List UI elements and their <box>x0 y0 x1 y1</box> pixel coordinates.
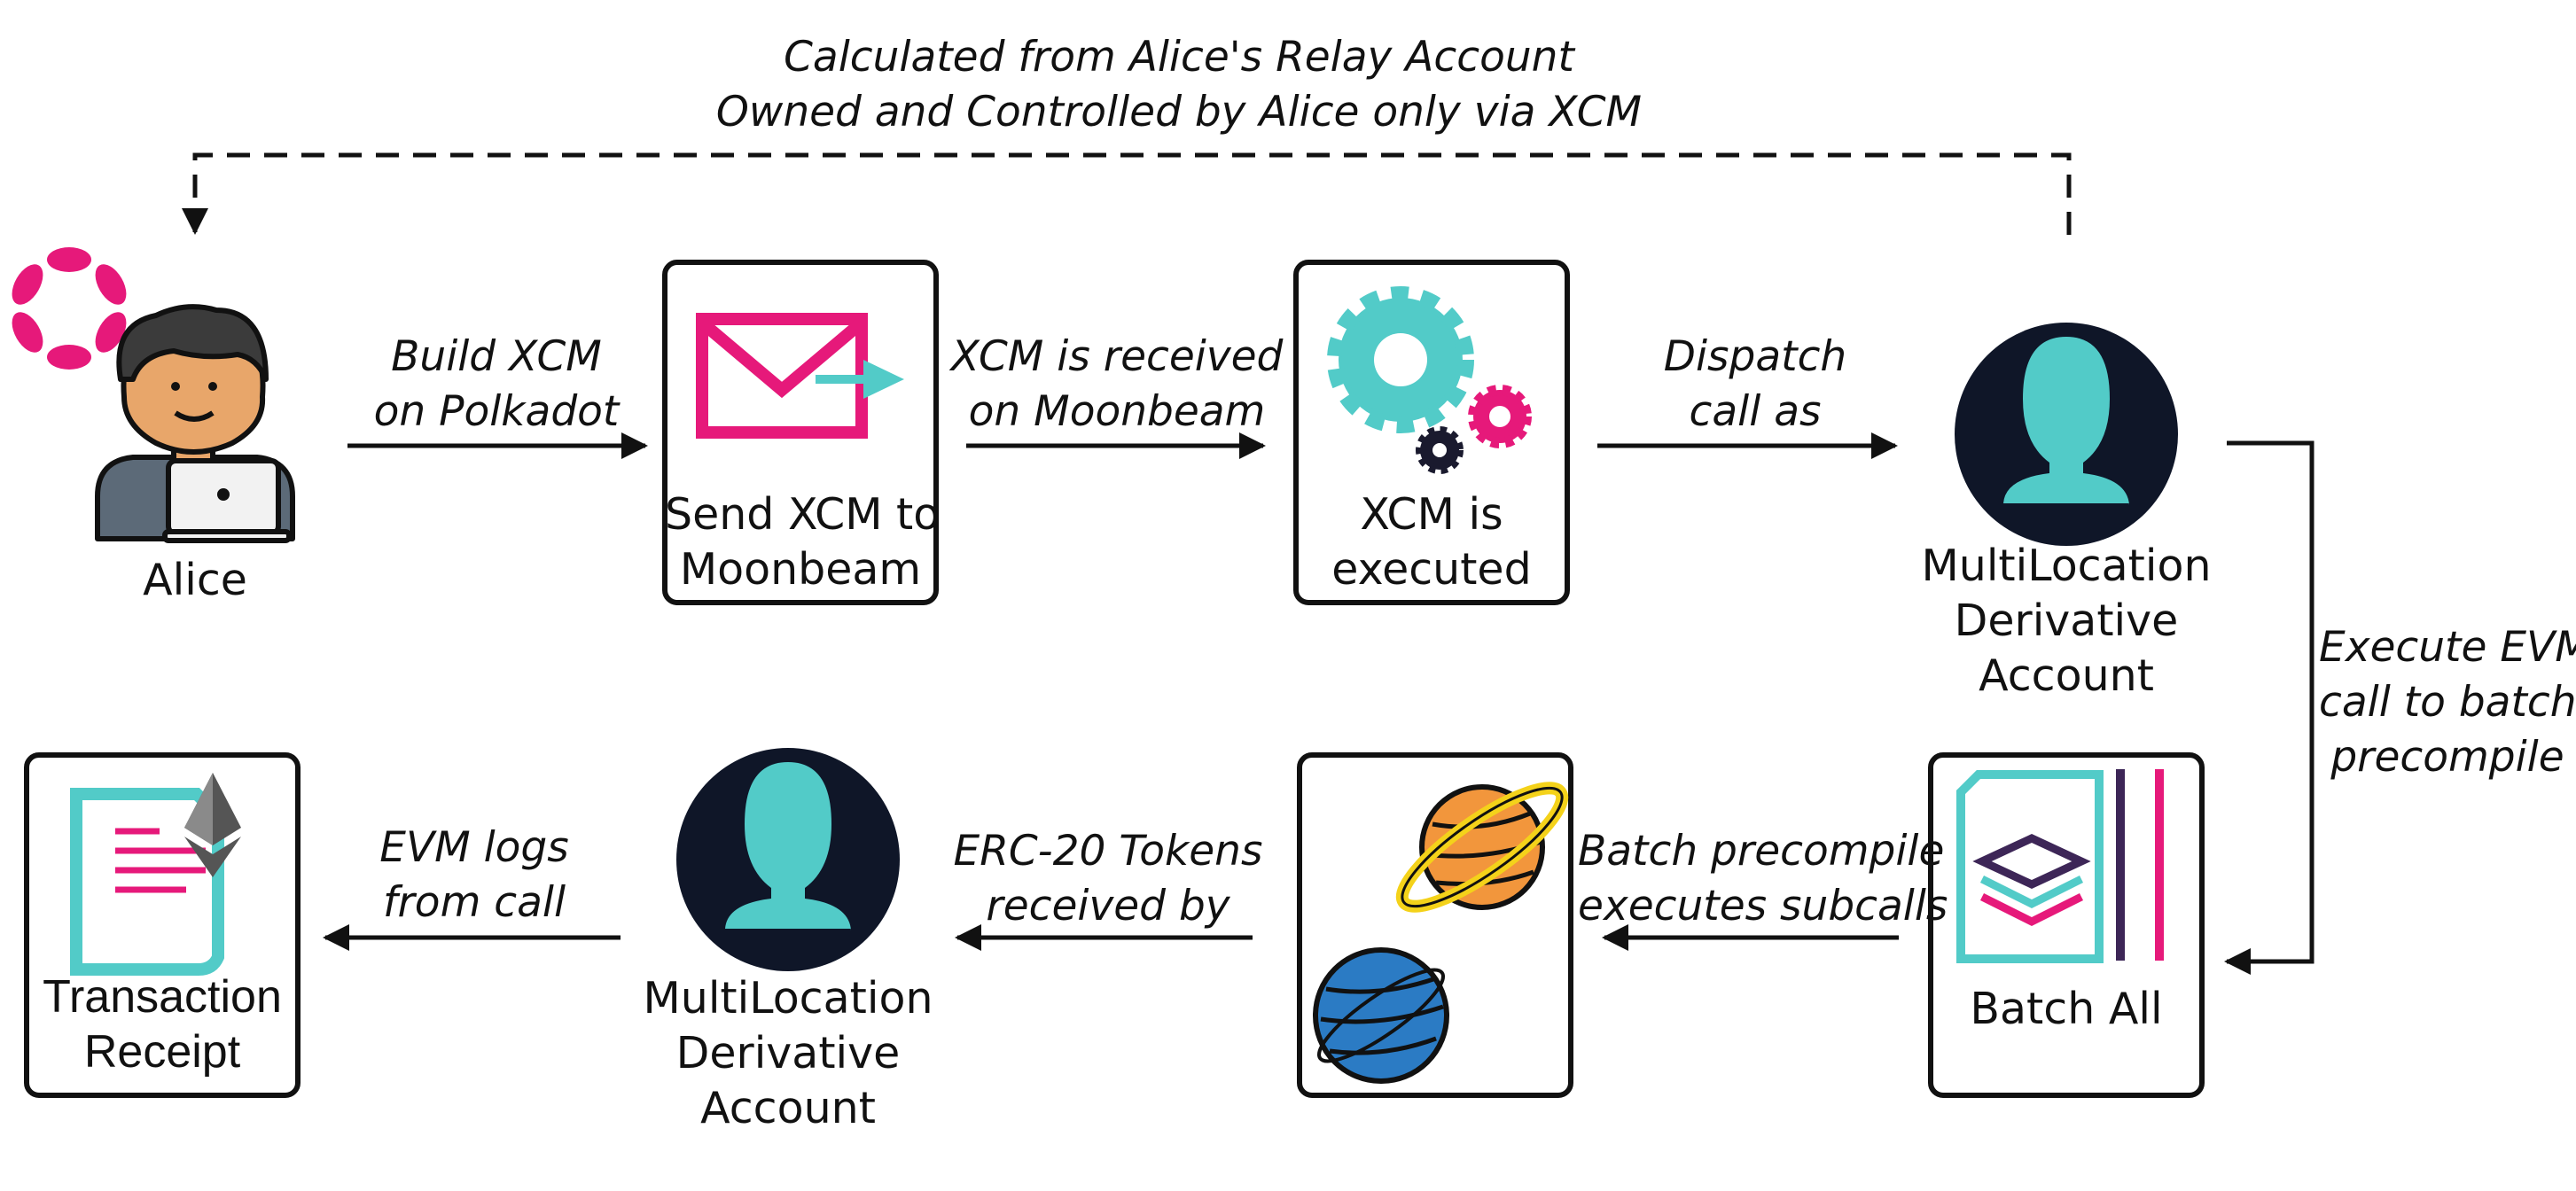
edge-label-erc20: ERC-20 Tokens received by <box>953 827 1263 930</box>
ethereum-receipt-icon <box>70 773 241 976</box>
top-annotation-line-1: Calculated from Alice's Relay Account <box>784 33 1574 82</box>
envelope-send-icon <box>696 313 904 439</box>
dashed-ownership-connector <box>182 152 2072 235</box>
xcm-executed-label: XCM is executed <box>1331 489 1532 595</box>
batch-all-label: Batch All <box>1970 984 2163 1034</box>
edge-label-dispatch: Dispatch call as <box>1663 332 1847 436</box>
edge-label-build-xcm: Build XCM on Polkadot <box>373 332 620 436</box>
arrow-execute-evm <box>2224 440 2314 975</box>
polkadot-logo-icon <box>12 247 127 370</box>
transaction-receipt-label: Transaction Receipt <box>43 971 282 1078</box>
user-silhouette-icon <box>1955 323 2178 546</box>
gears-icon <box>1327 286 1532 474</box>
user-laptop-icon <box>95 304 295 543</box>
layered-documents-icon <box>1956 769 2164 963</box>
derivative-account-top-label: MultiLocation Derivative Account <box>1921 541 2212 701</box>
edge-label-batch-subcalls: Batch precompile executes subcalls <box>1578 827 1948 930</box>
edge-label-evm-logs: EVM logs from call <box>379 823 569 927</box>
top-annotation-line-2: Owned and Controlled by Alice only via X… <box>715 88 1643 136</box>
alice-label: Alice <box>143 555 247 605</box>
edge-label-execute-evm: Execute EVM call to batch precompile <box>2319 623 2576 782</box>
derivative-account-bottom-label: MultiLocation Derivative Account <box>643 973 933 1133</box>
planets-icon <box>1313 782 1569 1084</box>
edge-label-xcm-received: XCM is received on Moonbeam <box>950 332 1284 436</box>
send-xcm-label: Send XCM to Moonbeam <box>665 489 941 595</box>
user-silhouette-icon <box>676 748 900 971</box>
top-annotation: Calculated from Alice's Relay Account Ow… <box>603 30 1755 140</box>
